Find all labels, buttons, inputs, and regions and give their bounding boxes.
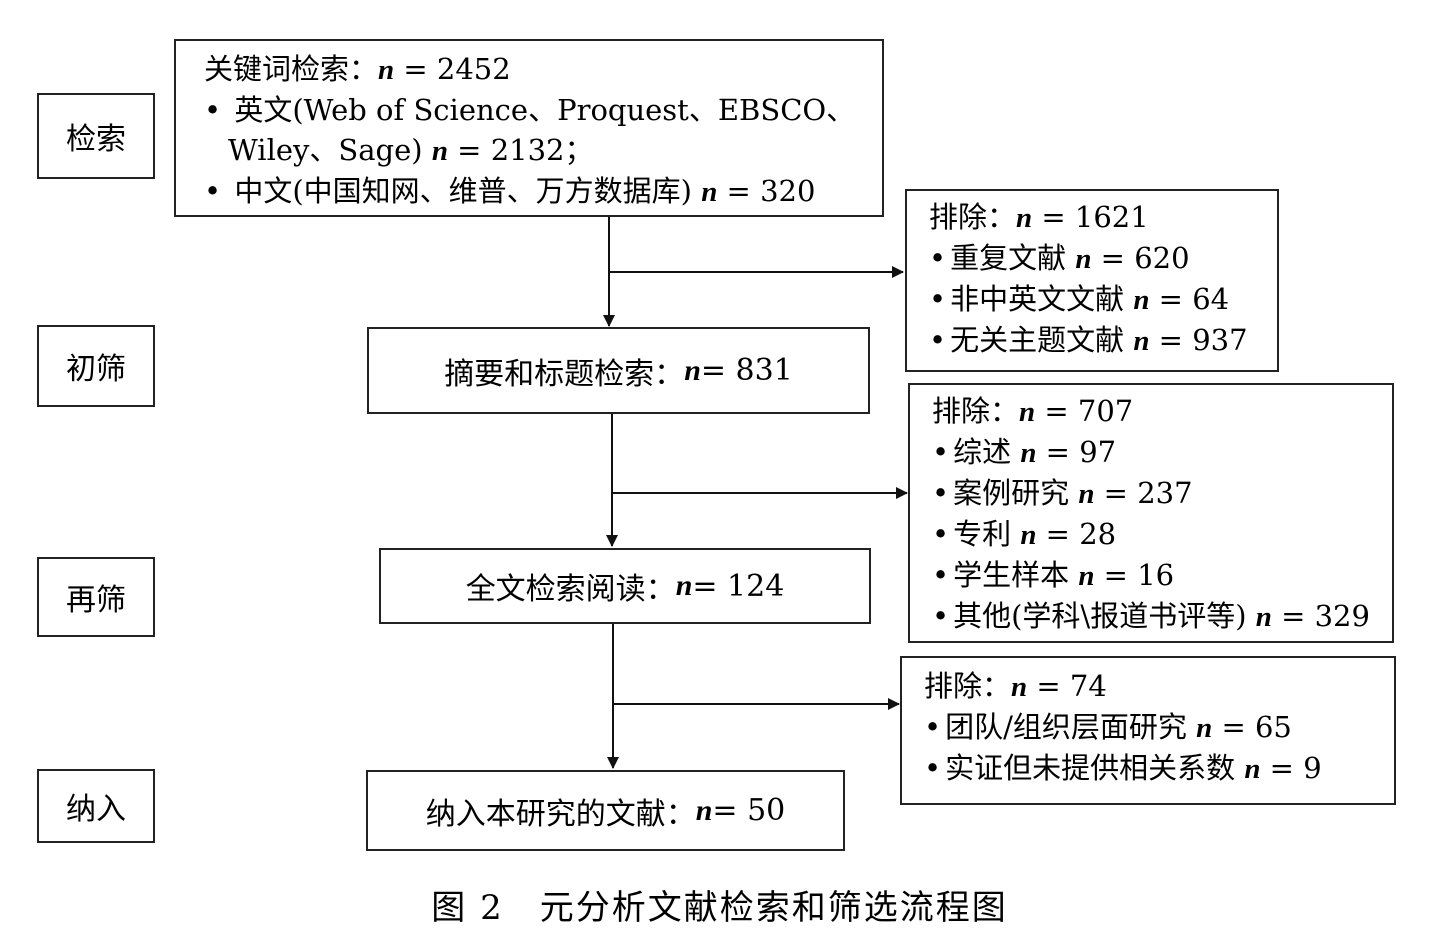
stage-include-label: 纳入 <box>66 792 126 827</box>
exclude-box-1: 排除：n = 1621 重复文献 n = 620 非中英文文献 n = 64 无… <box>905 189 1279 372</box>
exclude1-item: 重复文献 n = 620 <box>929 238 1277 279</box>
exclude2-item: 综述 n = 97 <box>932 432 1392 473</box>
exclude-box-2: 排除：n = 707 综述 n = 97 案例研究 n = 237 专利 n =… <box>908 383 1394 643</box>
fulltext-box: 全文检索阅读：n = 124 <box>379 548 871 624</box>
exclude2-total: 排除：n = 707 <box>932 394 1134 428</box>
stage-include: 纳入 <box>37 769 155 843</box>
exclude1-total: 排除：n = 1621 <box>929 200 1149 234</box>
search-total: 关键词检索：n = 2452 <box>204 52 511 86</box>
stage-screen1: 初筛 <box>37 325 155 407</box>
search-english: 英文(Web of Science、Proquest、EBSCO、 <box>204 90 882 130</box>
search-box: 关键词检索：n = 2452 英文(Web of Science、Proques… <box>174 39 884 217</box>
figure-number: 图 2 <box>431 888 504 928</box>
exclude1-item: 非中英文文献 n = 64 <box>929 279 1277 320</box>
figure-title: 元分析文献检索和筛选流程图 <box>539 888 1008 928</box>
search-english-cont: Wiley、Sage) n = 2132； <box>228 133 594 167</box>
stage-screen2: 再筛 <box>37 557 155 637</box>
exclude2-item: 专利 n = 28 <box>932 514 1392 555</box>
exclude1-item: 无关主题文献 n = 937 <box>929 320 1277 361</box>
stage-screen2-label: 再筛 <box>66 583 126 618</box>
exclude2-item: 案例研究 n = 237 <box>932 473 1392 514</box>
exclude2-item: 其他(学科\报道书评等) n = 329 <box>932 596 1392 637</box>
exclude3-item: 实证但未提供相关系数 n = 9 <box>924 748 1394 789</box>
exclude-box-3: 排除：n = 74 团队/组织层面研究 n = 65 实证但未提供相关系数 n … <box>900 656 1396 805</box>
final-included-box: 纳入本研究的文献：n = 50 <box>366 770 845 851</box>
search-chinese: 中文(中国知网、维普、万方数据库) n = 320 <box>204 171 882 212</box>
stage-search: 检索 <box>37 93 155 179</box>
exclude2-item: 学生样本 n = 16 <box>932 555 1392 596</box>
stage-screen1-label: 初筛 <box>66 352 126 387</box>
exclude3-item: 团队/组织层面研究 n = 65 <box>924 707 1394 748</box>
abstract-title-box: 摘要和标题检索：n = 831 <box>367 327 870 414</box>
stage-search-label: 检索 <box>66 122 126 157</box>
figure-caption: 图 2 元分析文献检索和筛选流程图 <box>0 880 1439 929</box>
exclude3-total: 排除：n = 74 <box>924 669 1107 703</box>
